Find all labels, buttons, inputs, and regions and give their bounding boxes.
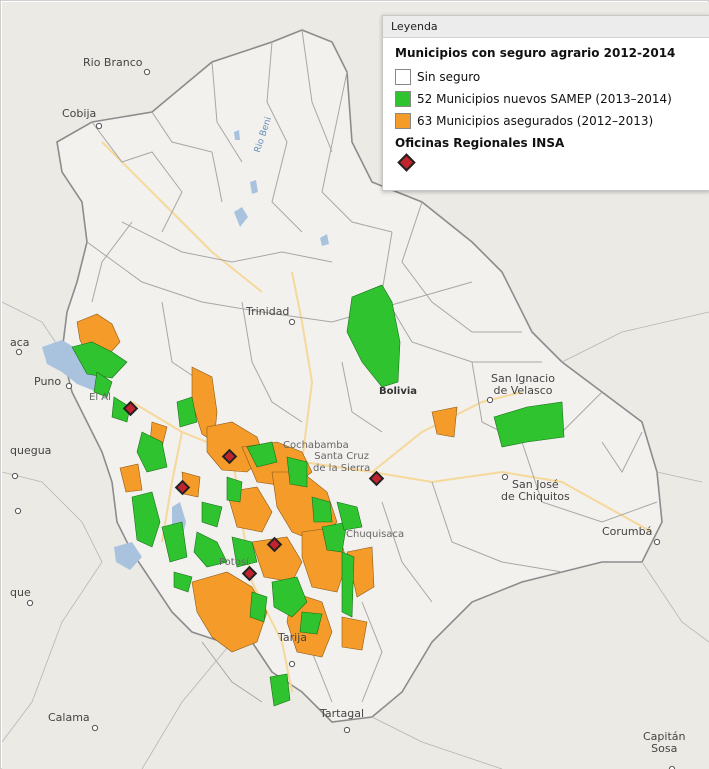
office-marker [241, 565, 258, 582]
swatch-orange [395, 113, 411, 129]
swatch-green [395, 91, 411, 107]
label-cochabamba: Cochabamba [283, 440, 349, 451]
legend-item-label: 52 Municipios nuevos SAMEP (2013–2014) [417, 92, 672, 106]
legend-item-sin-seguro: Sin seguro [395, 66, 709, 88]
label-calama: Calama [48, 711, 90, 724]
label-moquegua: quegua [10, 444, 52, 457]
insa-offices [122, 400, 385, 582]
legend-offices-title: Oficinas Regionales INSA [395, 136, 565, 150]
neighbour-borders [2, 301, 709, 769]
label-puno: Puno [34, 375, 62, 388]
legend-item-nuevos: 52 Municipios nuevos SAMEP (2013–2014) [395, 88, 709, 110]
legend-panel: Leyenda Municipios con seguro agrario 20… [382, 15, 709, 191]
municipios-nuevos-samep [71, 284, 565, 707]
legend-header: Leyenda [383, 16, 709, 38]
office-marker [122, 400, 139, 417]
office-marker [368, 470, 385, 487]
city-dots [11, 68, 676, 769]
label-tarija: Tarija [278, 631, 308, 644]
label-arica: aca [10, 336, 30, 349]
label-potosi: Potosí [219, 557, 249, 568]
label-bolivia: Bolivia [379, 386, 418, 397]
legend-item-asegurados: 63 Municipios asegurados (2012–2013) [395, 110, 709, 132]
label-san-ignacio: San Ignacio de Velasco [491, 372, 555, 397]
legend-body: Municipios con seguro agrario 2012-2014 … [383, 38, 709, 172]
label-rio-branco: Rio Branco [83, 56, 143, 69]
office-diamond-icon [397, 153, 416, 172]
label-tartagal: Tartagal [320, 707, 364, 720]
label-trinidad: Trinidad [246, 305, 290, 318]
salar-water [114, 542, 142, 570]
label-san-jose: San José de Chiquitos [501, 478, 570, 503]
label-capitan-sosa: Capitán Sosa [643, 730, 686, 755]
label-corumba: Corumbá [602, 525, 653, 538]
swatch-white [395, 69, 411, 85]
label-el-alto: El Al [89, 392, 111, 403]
label-cobija: Cobija [62, 107, 97, 120]
lake-titicaca [42, 340, 107, 392]
label-ique: que [10, 586, 31, 599]
legend-item-label: Sin seguro [417, 70, 481, 84]
office-marker [221, 448, 238, 465]
legend-item-label: 63 Municipios asegurados (2012–2013) [417, 114, 654, 128]
legend-title: Municipios con seguro agrario 2012-2014 [395, 46, 676, 60]
label-santa-cruz: Santa Cruz de la Sierra [313, 451, 371, 474]
office-marker [266, 536, 283, 553]
label-chuquisaca: Chuquisaca [346, 529, 405, 540]
office-marker [174, 479, 191, 496]
